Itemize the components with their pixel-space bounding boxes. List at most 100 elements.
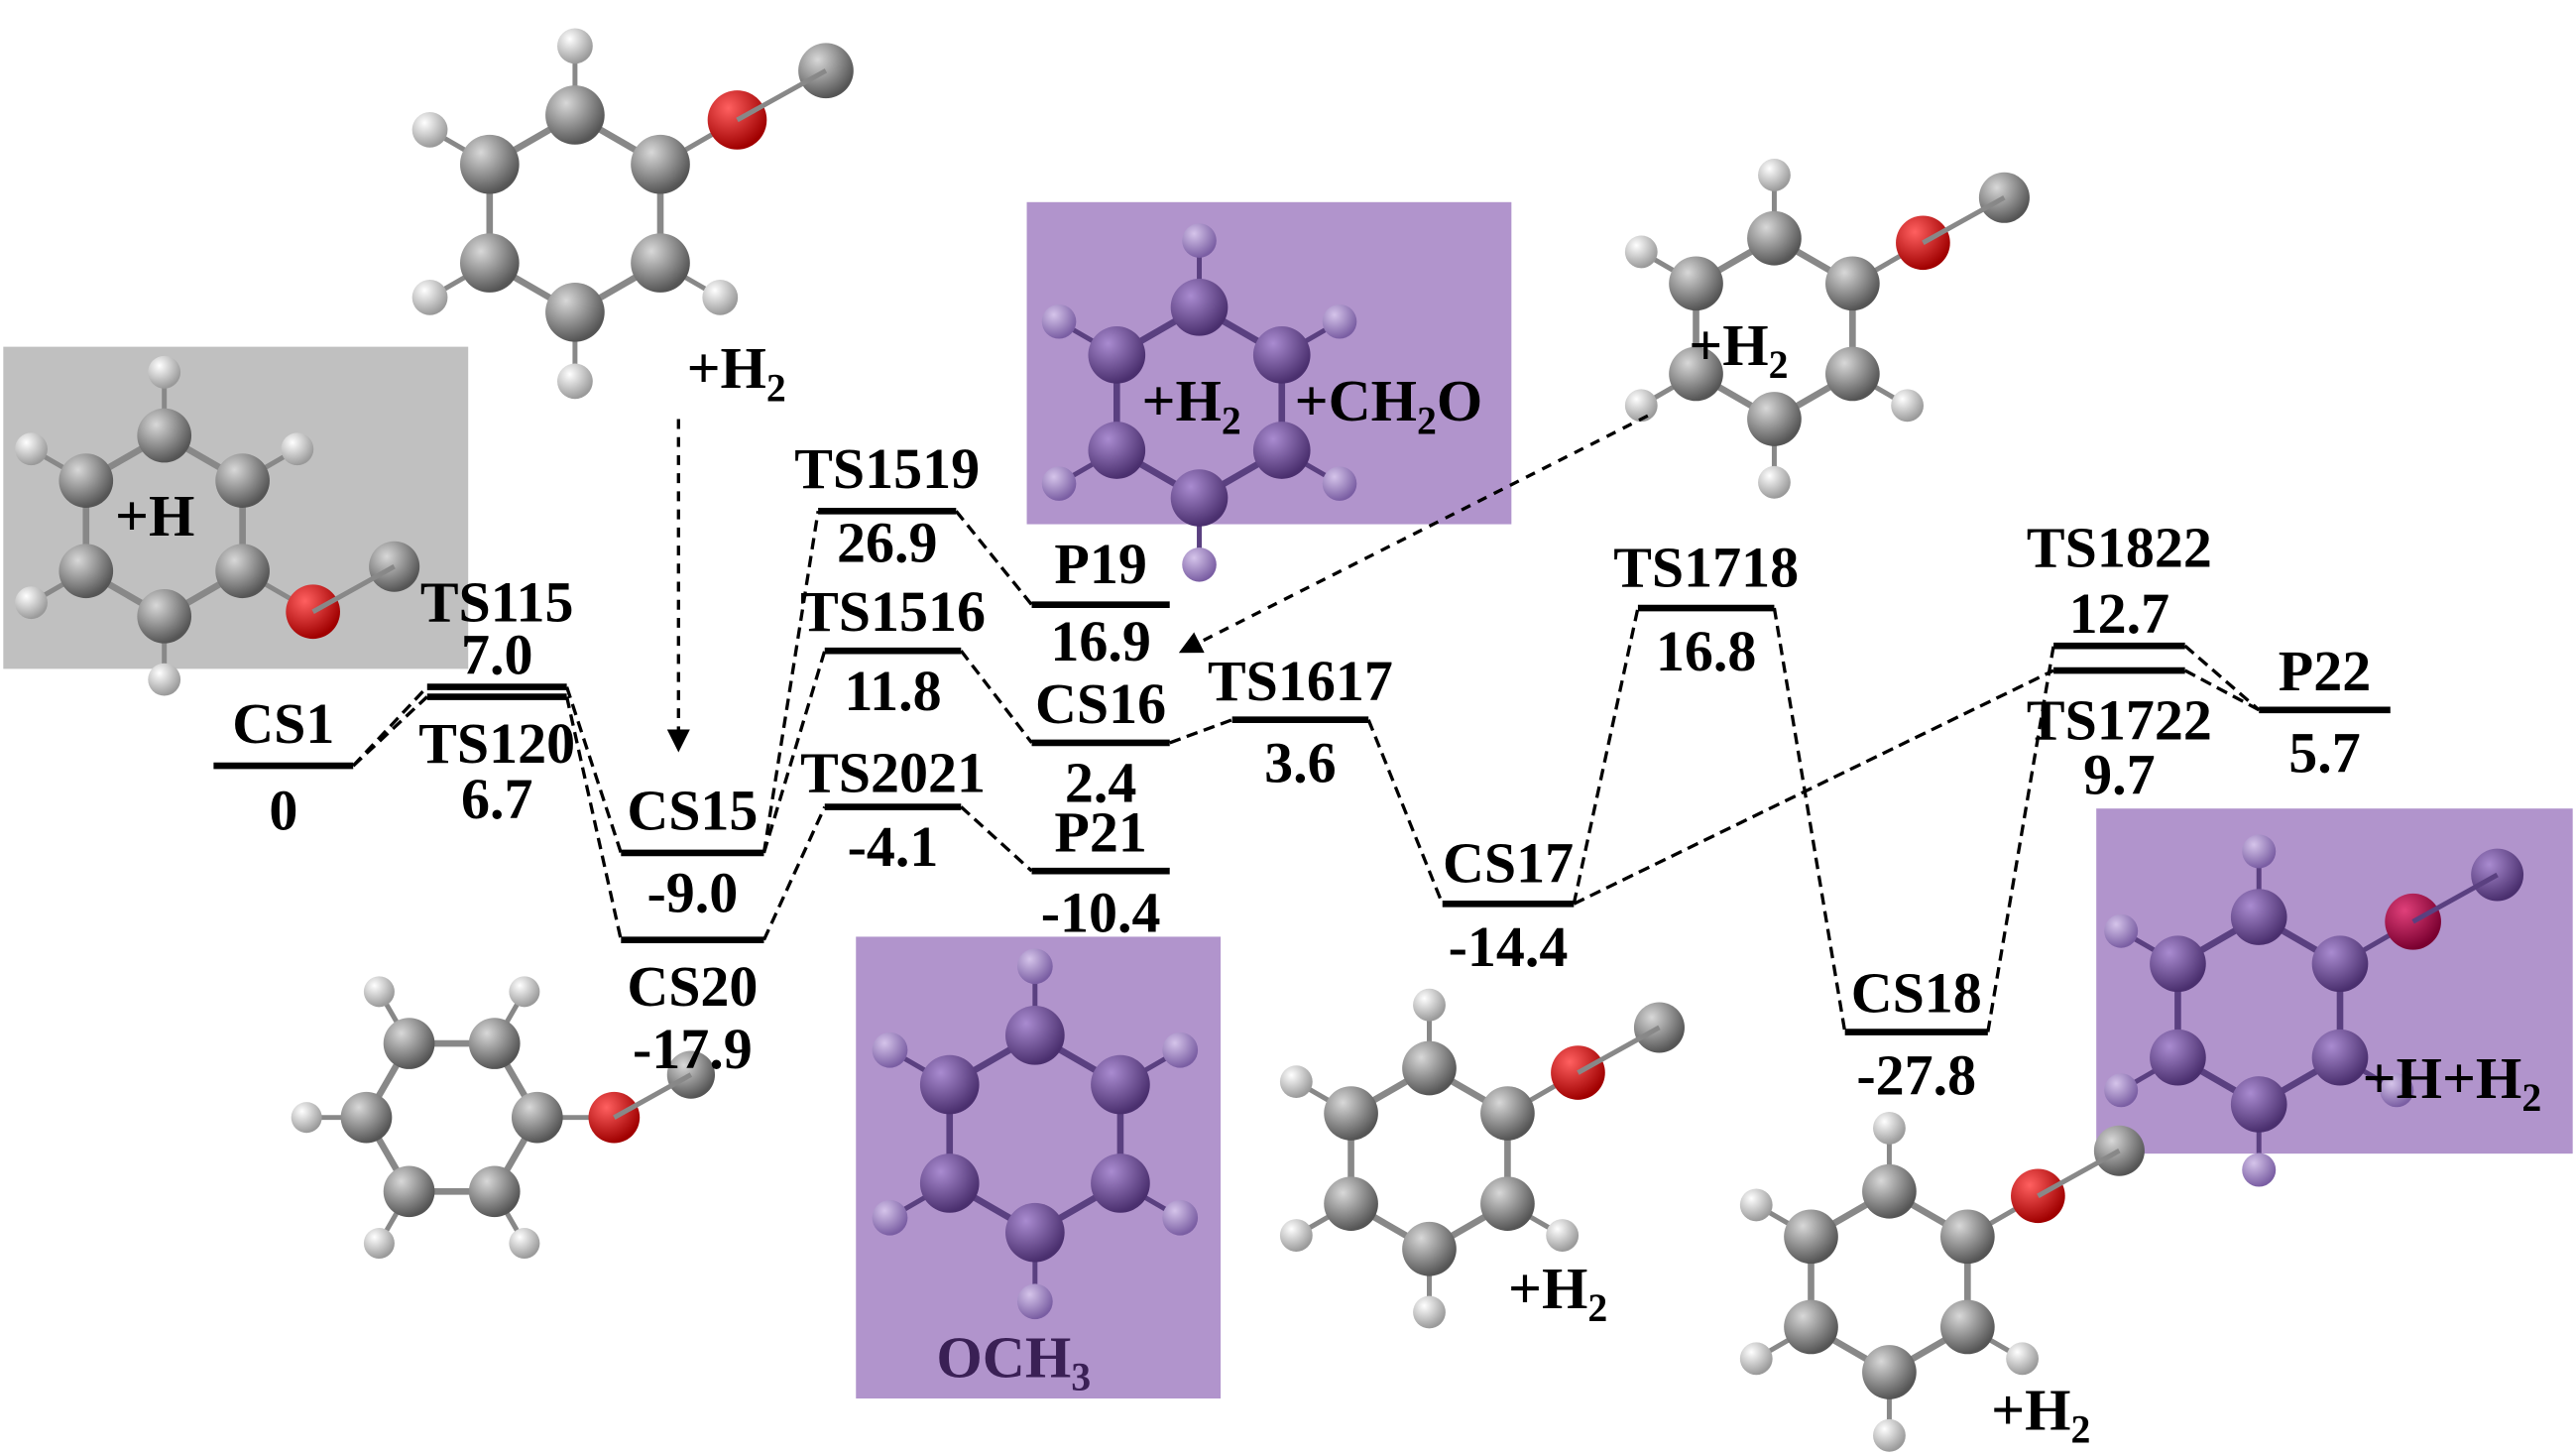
carbon-atom: [631, 233, 690, 293]
level-energy-cs15: -9.0: [646, 861, 738, 925]
connection-ts1516-cs16: [959, 650, 1033, 744]
hydrogen-atom: [872, 1031, 908, 1068]
hydrogen-atom: [1041, 303, 1077, 339]
hydrogen-atom: [1162, 1199, 1199, 1236]
level-energy-ts120: 6.7: [461, 767, 532, 831]
hydrogen-atom: [15, 432, 48, 466]
carbon-atom: [1005, 1202, 1065, 1263]
molecule-cs20: [291, 976, 716, 1260]
hydrogen-atom: [2104, 1073, 2139, 1108]
level-name-ts1519: TS1519: [794, 436, 980, 501]
hydrogen-atom: [557, 363, 593, 400]
annotation-p19-h2: +H2: [1142, 368, 1241, 442]
level-energy-cs17: -14.4: [1449, 914, 1569, 979]
hydrogen-atom: [291, 1102, 322, 1134]
hydrogen-atom: [148, 663, 181, 696]
connection-cs17-ts1718: [1572, 607, 1640, 905]
hydrogen-atom: [2242, 834, 2277, 869]
hydrogen-atom: [148, 355, 181, 389]
carbon-atom: [1480, 1086, 1535, 1141]
hydrogen-atom: [1624, 235, 1658, 269]
hydrogen-atom: [872, 1199, 908, 1236]
hydrogen-atom: [1322, 466, 1357, 501]
level-energy-p21: -10.4: [1041, 880, 1161, 944]
hydrogen-atom: [281, 432, 314, 466]
carbon-atom: [2471, 848, 2524, 902]
carbon-atom: [383, 1165, 435, 1218]
molecule-cs18: [1739, 1112, 2145, 1452]
cs16-pointer-arrow: [1178, 414, 1649, 654]
level-name-ts1722: TS1722: [2027, 688, 2212, 753]
carbon-atom: [340, 1091, 393, 1144]
hydrogen-atom: [1739, 1342, 1773, 1376]
level-energy-ts1722: 9.7: [2083, 742, 2155, 806]
hydrogen-atom: [1016, 948, 1053, 985]
molecule-cs16: [1624, 159, 2030, 499]
level-name-cs16: CS16: [1035, 671, 1166, 736]
carbon-atom: [1170, 279, 1229, 336]
hydrogen-atom: [1413, 988, 1446, 1022]
hydrogen-atom: [1413, 1295, 1446, 1329]
carbon-atom: [631, 134, 690, 194]
reactant-box-gray: [3, 346, 469, 669]
connection-ts1722-p22: [2183, 668, 2260, 712]
carbon-atom: [1669, 346, 1723, 402]
hydrogen-atom: [1758, 465, 1791, 499]
level-energy-ts2021: -4.1: [848, 814, 939, 879]
carbon-atom: [919, 1054, 980, 1115]
connection-ts1519-p19: [955, 510, 1033, 606]
level-name-cs20: CS20: [627, 954, 758, 1019]
hydrogen-atom: [411, 280, 448, 315]
carbon-atom: [137, 408, 192, 463]
hydrogen-atom: [363, 976, 395, 1008]
carbon-atom: [2093, 1125, 2145, 1176]
level-name-ts1516: TS1516: [800, 579, 986, 644]
molecule-cs1-reactant: [15, 355, 420, 696]
connection-cs1-ts120: [352, 695, 428, 768]
annotation-top-h2: +H2: [687, 335, 786, 410]
dashed-connections: [352, 510, 2261, 1032]
carbon-atom: [215, 453, 270, 508]
carbon-atom: [1825, 346, 1880, 402]
level-name-cs17: CS17: [1443, 831, 1574, 896]
carbon-atom: [1825, 256, 1880, 311]
carbon-atom: [511, 1091, 563, 1144]
carbon-atom: [459, 134, 520, 194]
hydrogen-atom: [1041, 466, 1077, 501]
annotation-p22-h-h2: +H+H2: [2363, 1045, 2542, 1120]
carbon-atom: [383, 1018, 435, 1069]
molecule-structures: [15, 28, 2524, 1452]
carbon-atom: [1088, 326, 1146, 384]
hydrogen-atom: [1279, 1065, 1313, 1099]
annotation-p21-och3: OCH3: [936, 1324, 1091, 1398]
hydrogen-atom: [509, 976, 540, 1008]
carbon-atom: [59, 453, 114, 508]
carbon-atom: [919, 1153, 980, 1213]
hydrogen-atom: [1546, 1219, 1580, 1252]
level-energy-ts1617: 3.6: [1264, 731, 1336, 795]
hydrogen-atom: [1162, 1031, 1199, 1068]
hydrogen-atom: [1624, 389, 1658, 423]
carbon-atom: [2311, 935, 2369, 993]
carbon-atom: [215, 544, 270, 599]
hydrogen-atom: [509, 1228, 540, 1260]
carbon-atom: [1402, 1040, 1457, 1096]
level-name-ts120: TS120: [418, 711, 575, 776]
level-name-cs18: CS18: [1851, 961, 1982, 1026]
level-energy-ts1519: 26.9: [837, 511, 937, 575]
carbon-atom: [1747, 210, 1802, 266]
carbon-atom: [1940, 1299, 1995, 1355]
level-energy-ts1718: 16.8: [1656, 619, 1756, 683]
carbon-atom: [2230, 1076, 2287, 1133]
level-energy-cs20: -17.9: [633, 1017, 753, 1081]
carbon-atom: [2150, 1029, 2206, 1086]
connection-ts1822-p22: [2183, 644, 2261, 712]
connection-ts1718-cs18: [1772, 607, 1847, 1032]
level-energy-ts1822: 12.7: [2069, 581, 2169, 646]
hydrogen-atom: [1739, 1188, 1773, 1222]
hydrogen-atom: [1182, 547, 1217, 582]
hydrogen-atom: [2006, 1342, 2039, 1376]
level-energy-p19: 16.9: [1050, 609, 1150, 673]
connection-cs16-ts1617: [1169, 718, 1233, 745]
